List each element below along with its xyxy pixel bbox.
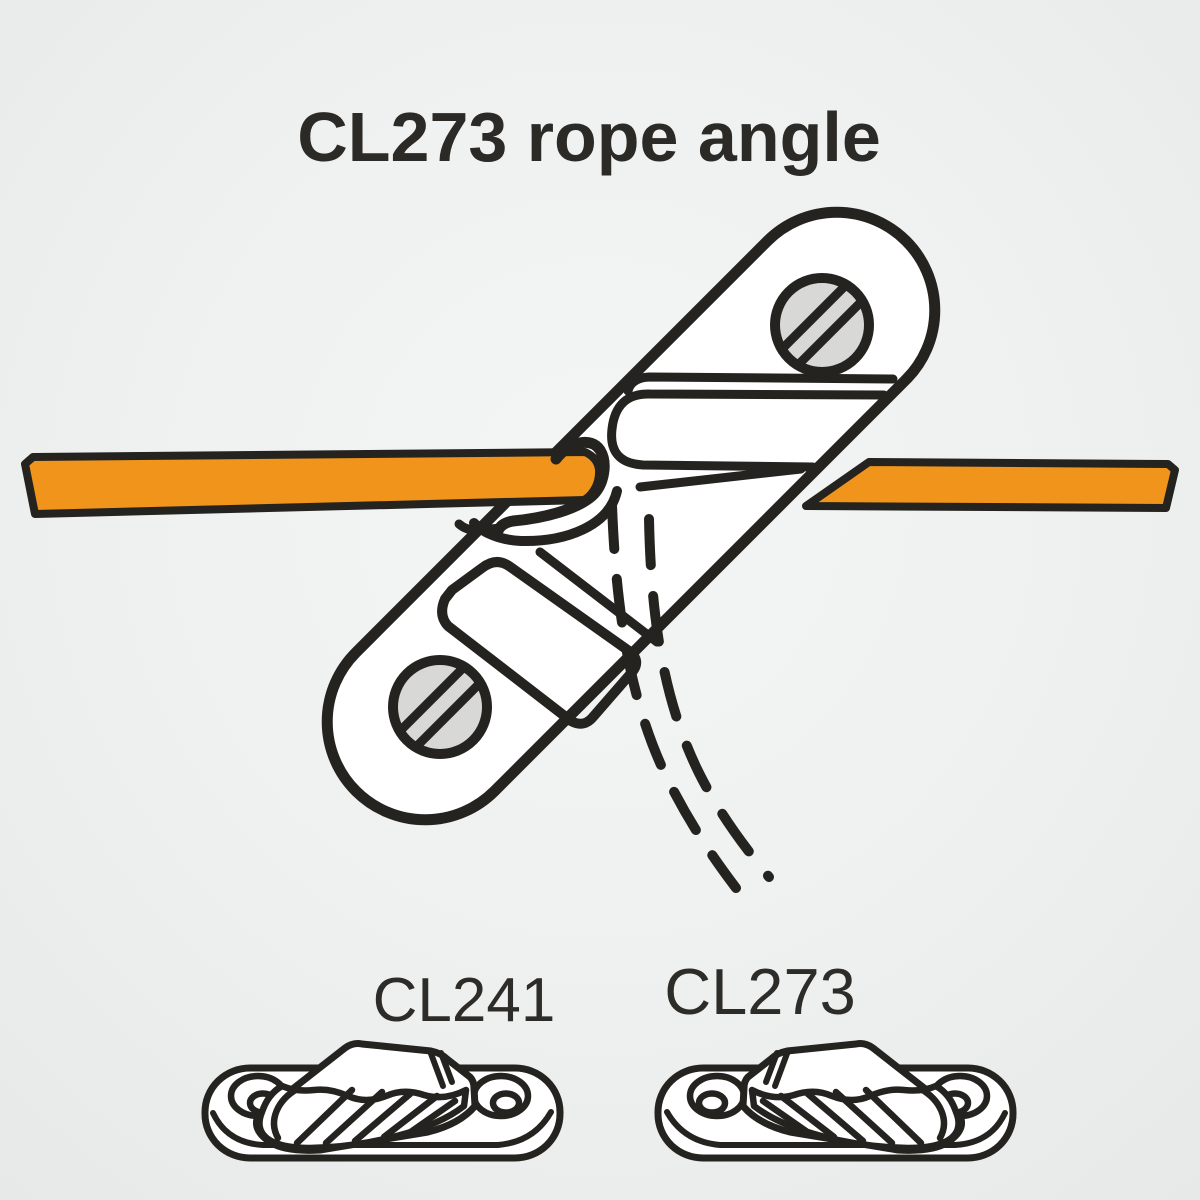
upper-bevel-line <box>623 372 898 396</box>
screw-slot-line <box>412 679 484 751</box>
rope-groove-channel <box>607 389 889 472</box>
cleat-outline <box>321 206 941 826</box>
hook-end-curl <box>454 519 505 535</box>
cl241-cleat-drawing <box>205 1044 560 1159</box>
main-cleat <box>321 206 941 826</box>
screw-bottom-icon <box>388 655 492 759</box>
cl273-cleat-drawing <box>658 1044 1013 1159</box>
dashed-angle-curve-left <box>607 500 741 893</box>
screw-head <box>770 273 874 377</box>
screw-slot-line <box>396 663 468 735</box>
rope-angle-dashed-lines <box>607 500 774 893</box>
dashed-angle-curve-right <box>644 514 774 882</box>
fairlead-hook <box>454 436 622 547</box>
page-title: CL273 rope angle <box>297 98 881 176</box>
hook-curve <box>492 436 610 537</box>
lower-pad-outline <box>437 557 642 729</box>
screw-head <box>388 655 492 759</box>
rope-left-segment <box>21 448 604 518</box>
screw-top-icon <box>770 273 874 377</box>
cl241-label: CL241 <box>373 966 556 1035</box>
cleat-moulding-lines <box>437 372 898 729</box>
lower-bevel-line <box>635 464 806 492</box>
cl273-label: CL273 <box>664 955 856 1028</box>
cleat-body <box>321 206 941 826</box>
screw-slot-line <box>794 297 866 369</box>
screw-slot-line <box>778 281 850 353</box>
wedge-edge-line <box>535 547 662 647</box>
rope-right-segment <box>802 458 1179 512</box>
